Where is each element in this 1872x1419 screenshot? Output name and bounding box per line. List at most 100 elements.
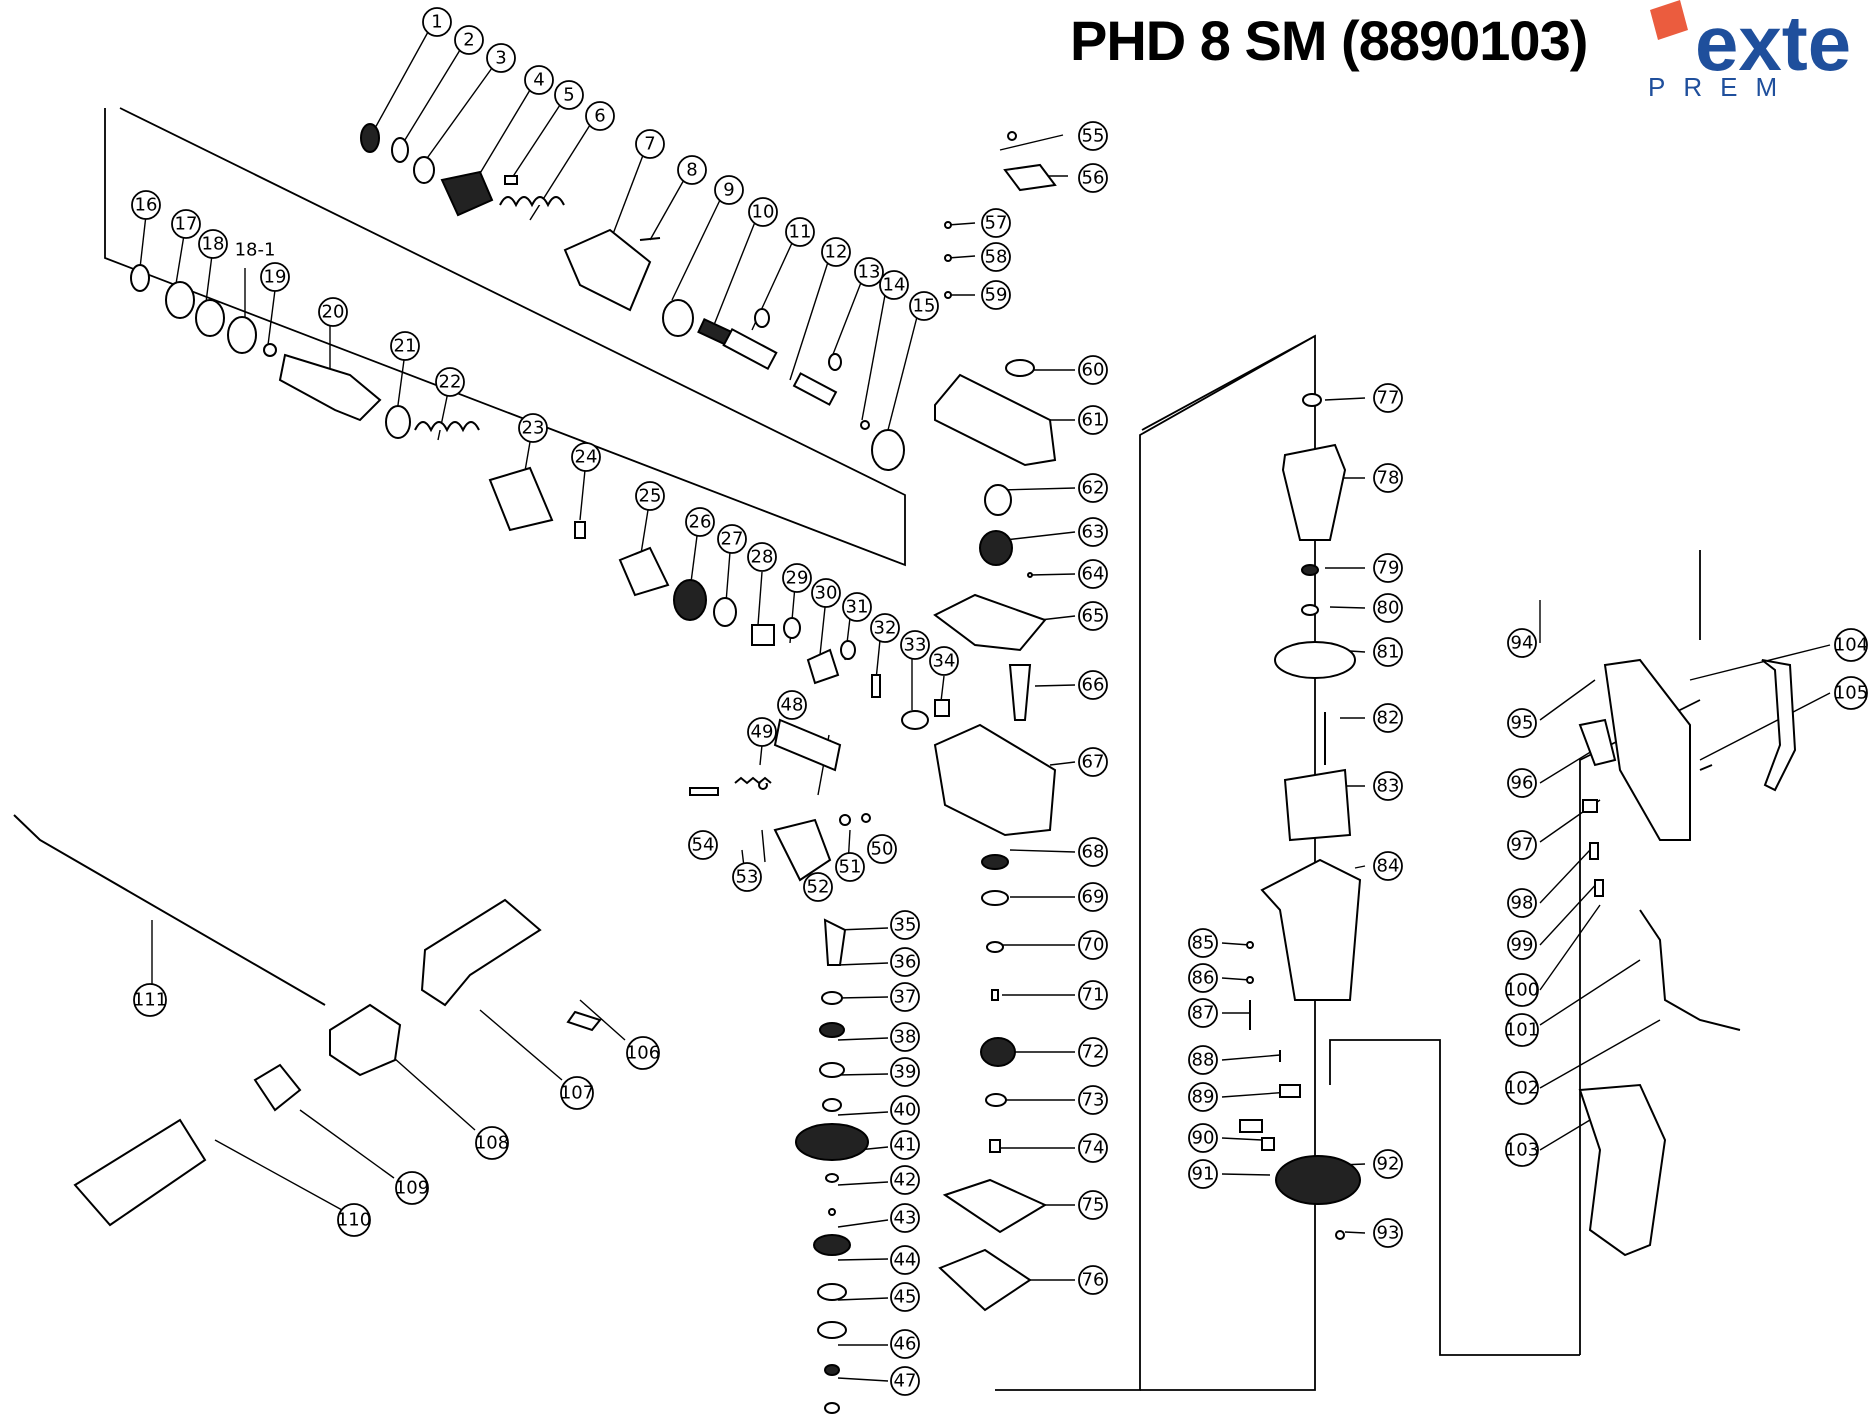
callout-103: 103 (1505, 1133, 1539, 1167)
callout-circle (1373, 383, 1403, 413)
part-1-shape (360, 123, 380, 153)
callout-number: 88 (1192, 1050, 1215, 1071)
callout-circle (1078, 517, 1108, 547)
part-98-shape (1589, 842, 1599, 860)
callout-circle (890, 1022, 920, 1052)
part-69-shape (981, 890, 1009, 906)
callout-82: 82 (1373, 703, 1403, 733)
callout-number: 19 (264, 267, 287, 288)
callout-41: 41 (890, 1130, 920, 1160)
callout-29: 29 (782, 563, 812, 593)
callout-number: 9 (723, 180, 734, 201)
callout-42: 42 (890, 1165, 920, 1195)
callout-102: 102 (1505, 1071, 1539, 1105)
callout-85: 85 (1188, 928, 1218, 958)
callout-number: 43 (894, 1208, 917, 1229)
callout-92: 92 (1373, 1149, 1403, 1179)
callout-111: 111 (133, 983, 167, 1017)
callout-circle (1373, 703, 1403, 733)
callout-35: 35 (890, 910, 920, 940)
part-56-shape (1003, 163, 1057, 192)
logo-flame-mark (1650, 0, 1688, 40)
callout-circle (890, 1329, 920, 1359)
callout-107: 107 (560, 1076, 594, 1110)
part-67-shape (933, 723, 1057, 837)
part-14-shape (860, 420, 870, 430)
callout-38: 38 (890, 1022, 920, 1052)
callout-16: 16 (131, 190, 161, 220)
part-18-shape (195, 299, 225, 337)
part-64-shape (1027, 572, 1033, 578)
part-74-shape (989, 1139, 1001, 1153)
callout-10: 10 (748, 197, 778, 227)
part-32-shape (871, 674, 881, 698)
part-7-shape (563, 228, 652, 312)
callout-circle (1373, 1149, 1403, 1179)
part-31-shape (840, 640, 856, 660)
callout-number: 32 (874, 618, 897, 639)
callout-number: 6 (594, 106, 605, 127)
callout-number: 94 (1511, 633, 1534, 654)
part-44-shape (817, 1283, 847, 1301)
callout-circle (1188, 928, 1218, 958)
callout-circle (685, 507, 715, 537)
callout-number: 49 (751, 722, 774, 743)
callout-57: 57 (981, 208, 1011, 238)
part-15-shape (871, 429, 905, 471)
callout-number: 106 (626, 1043, 660, 1064)
callout-12: 12 (821, 237, 851, 267)
part-33-shape (901, 710, 929, 730)
part-24-shape (574, 521, 586, 539)
part-72-shape (980, 1037, 1016, 1067)
callout-number: 76 (1082, 1270, 1105, 1291)
callout-44: 44 (890, 1245, 920, 1275)
callout-20: 20 (318, 297, 348, 327)
callout-circle (835, 852, 865, 882)
callout-71: 71 (1078, 980, 1108, 1010)
part-30-shape (806, 648, 840, 685)
part-50-shape (861, 813, 871, 823)
callout-circle (811, 578, 841, 608)
callout-circle (635, 129, 665, 159)
part-41-shape (825, 1173, 839, 1183)
callout-number: 28 (751, 547, 774, 568)
callout-circle (1834, 628, 1868, 662)
callout-circle (1373, 593, 1403, 623)
callout-number: 107 (560, 1083, 594, 1104)
part-2-shape (391, 137, 409, 163)
callout-number: 21 (394, 336, 417, 357)
part-20-shape (278, 353, 382, 422)
callout-number: 53 (736, 867, 759, 888)
callout-number: 14 (883, 275, 906, 296)
callout-74: 74 (1078, 1133, 1108, 1163)
part-45-shape (817, 1321, 847, 1339)
callout-47: 47 (890, 1366, 920, 1396)
callout-circle (1188, 1159, 1218, 1189)
callout-circle (688, 830, 718, 860)
callout-number: 29 (786, 568, 809, 589)
callout-number: 104 (1834, 635, 1868, 656)
callout-circle (626, 1036, 660, 1070)
callout-circle (560, 1076, 594, 1110)
callout-number: 54 (692, 835, 715, 856)
callout-88: 88 (1188, 1045, 1218, 1075)
part-27-shape (713, 597, 737, 627)
callout-15: 15 (909, 291, 939, 321)
callout-62: 62 (1078, 473, 1108, 503)
callout-100: 100 (1505, 973, 1539, 1007)
callout-circle (748, 197, 778, 227)
callout-circle (635, 481, 665, 511)
part-26-shape (673, 579, 707, 621)
callout-number: 73 (1082, 1090, 1105, 1111)
callout-circle (1188, 963, 1218, 993)
callout-24: 24 (571, 442, 601, 472)
part-25-shape (618, 546, 670, 597)
callout-18-1: 18-1 (235, 240, 276, 261)
callout-33: 33 (900, 630, 930, 660)
handle-housing-shape (1603, 658, 1691, 841)
callout-number: 55 (1082, 126, 1105, 147)
callout-circle (785, 217, 815, 247)
callout-number: 82 (1377, 708, 1400, 729)
callout-number: 110 (337, 1210, 371, 1231)
